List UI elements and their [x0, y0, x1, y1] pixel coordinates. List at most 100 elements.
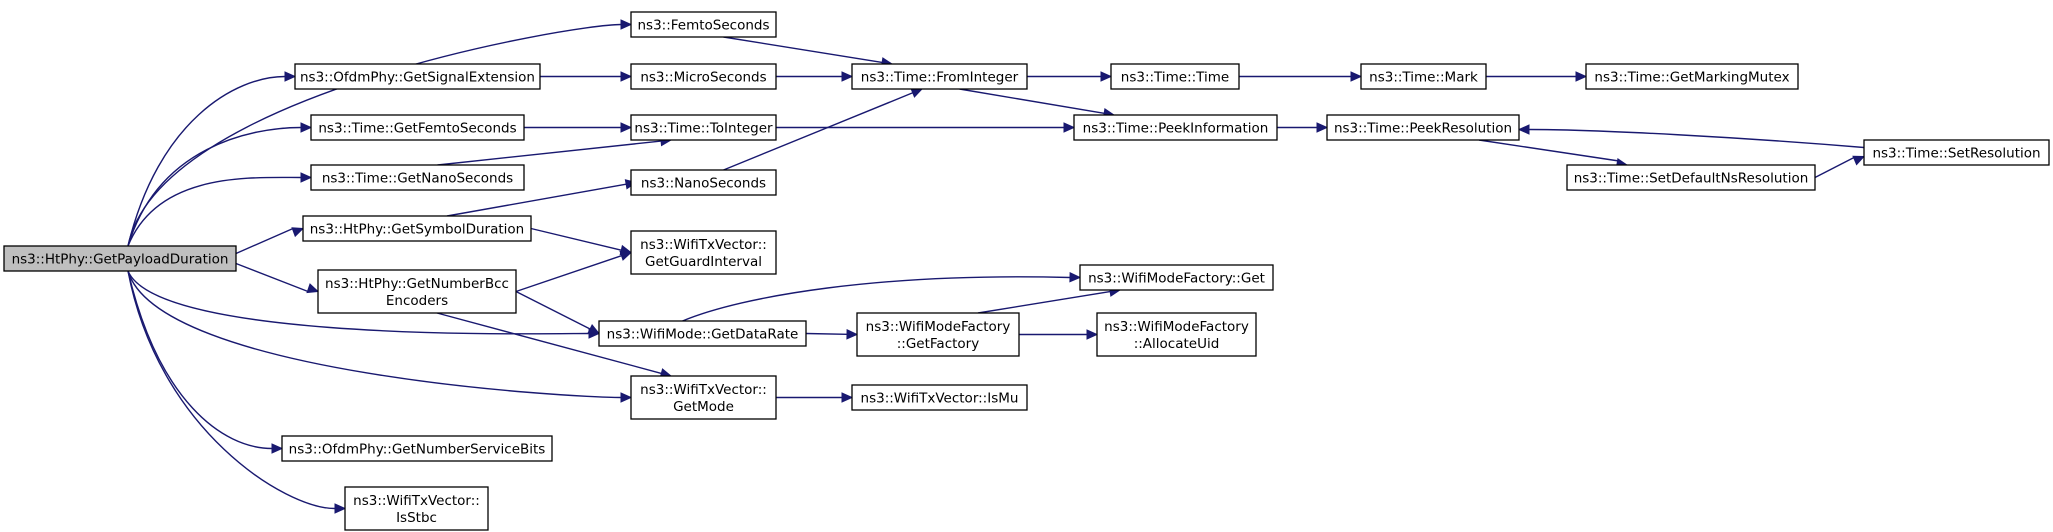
node-wifimodefactory-allocateuid-label-1: ns3::WifiModeFactory	[1104, 319, 1249, 335]
arrowhead-time-tointeger-to-time-peekinformation	[1063, 122, 1076, 133]
node-htphy-getpayloadduration-box	[3, 245, 237, 272]
edge-time-frominteger-to-time-peekinformation	[959, 88, 1105, 115]
node-wifimode-getdatarate[interactable]: ns3::WifiMode::GetDataRate	[598, 320, 807, 347]
node-wifitxvector-getguardinterval[interactable]: ns3::WifiTxVector::GetGuardInterval	[630, 230, 777, 275]
node-wifimodefactory-allocateuid[interactable]: ns3::WifiModeFactory::AllocateUid	[1096, 312, 1257, 357]
node-microseconds[interactable]: ns3::MicroSeconds	[630, 63, 777, 90]
node-wifimode-getdatarate-label-1: ns3::WifiMode::GetDataRate	[607, 327, 799, 343]
node-time-frominteger-box	[851, 63, 1028, 90]
node-time-mark-label-1: ns3::Time::Mark	[1369, 70, 1478, 86]
edge-nanoseconds-to-time-frominteger	[723, 92, 914, 171]
node-wifitxvector-ismu-box	[851, 384, 1028, 411]
arrowhead-time-getfemtoseconds-to-time-tointeger	[620, 122, 633, 133]
node-htphy-getsymbolduration[interactable]: ns3::HtPhy::GetSymbolDuration	[302, 215, 532, 242]
node-htphy-getnumberbccencoders-label-2: Encoders	[386, 293, 448, 309]
edge-htphy-getpayloadduration-to-htphy-getsymbolduration	[235, 227, 294, 255]
node-time-setresolution[interactable]: ns3::Time::SetResolution	[1863, 139, 2050, 166]
arrowhead-time-time-to-time-mark	[1350, 71, 1363, 82]
node-htphy-getsymbolduration-box	[302, 215, 532, 242]
node-layer: ns3::HtPhy::GetPayloadDuration ns3::Femto…	[3, 11, 2050, 531]
node-time-tointeger-box	[630, 114, 777, 141]
node-time-peekresolution-box	[1326, 114, 1520, 141]
edge-htphy-getnumberbccencoders-to-wifitxvector-getmode	[436, 312, 662, 375]
node-nanoseconds[interactable]: ns3::NanoSeconds	[630, 169, 777, 196]
node-time-getmarkingmutex[interactable]: ns3::Time::GetMarkingMutex	[1585, 63, 1799, 90]
node-time-time-label-1: ns3::Time::Time	[1121, 70, 1229, 86]
edge-layer	[127, 19, 1866, 514]
node-microseconds-label-1: ns3::MicroSeconds	[640, 70, 766, 86]
node-wifitxvector-getmode-box	[630, 375, 777, 420]
edge-htphy-getpayloadduration-to-ofdmphy-getsignalextension	[127, 75, 286, 247]
node-time-peekresolution[interactable]: ns3::Time::PeekResolution	[1326, 114, 1520, 141]
node-wifimodefactory-get-label-1: ns3::WifiModeFactory::Get	[1088, 271, 1265, 287]
node-time-getnanoseconds[interactable]: ns3::Time::GetNanoSeconds	[310, 164, 525, 191]
arrowhead-wifitxvector-getmode-to-wifitxvector-ismu	[841, 392, 854, 403]
node-wifitxvector-isstbc-label-1: ns3::WifiTxVector::	[353, 493, 480, 509]
node-time-getmarkingmutex-label-1: ns3::Time::GetMarkingMutex	[1594, 70, 1789, 86]
node-time-setresolution-label-1: ns3::Time::SetResolution	[1872, 146, 2040, 162]
node-htphy-getnumberbccencoders-label-1: ns3::HtPhy::GetNumberBcc	[325, 276, 509, 292]
arrowhead-time-mark-to-time-getmarkingmutex	[1575, 71, 1588, 82]
arrowhead-wifimode-getdatarate-to-wifimodefactory-get	[1069, 271, 1082, 283]
node-ofdmphy-getsignalextension[interactable]: ns3::OfdmPhy::GetSignalExtension	[294, 63, 541, 90]
node-time-getfemtoseconds-box	[310, 114, 525, 141]
node-wifitxvector-getguardinterval-label-2: GetGuardInterval	[645, 254, 762, 270]
node-wifitxvector-getguardinterval-box	[630, 230, 777, 275]
node-ofdmphy-getnumberservicebits[interactable]: ns3::OfdmPhy::GetNumberServiceBits	[281, 435, 553, 462]
node-time-setdefaultnsresolution-label-1: ns3::Time::SetDefaultNsResolution	[1574, 171, 1809, 187]
node-time-mark[interactable]: ns3::Time::Mark	[1360, 63, 1487, 90]
node-time-setresolution-box	[1863, 139, 2050, 166]
node-wifitxvector-getmode-label-2: GetMode	[673, 399, 734, 415]
arrowhead-htphy-getpayloadduration-to-femtoseconds	[620, 19, 633, 30]
node-htphy-getpayloadduration[interactable]: ns3::HtPhy::GetPayloadDuration	[3, 245, 237, 272]
node-time-time-box	[1110, 63, 1240, 90]
node-nanoseconds-label-1: ns3::NanoSeconds	[641, 176, 766, 192]
arrowhead-htphy-getpayloadduration-to-htphy-getnumberbccencoders	[306, 283, 320, 294]
edge-wifimode-getdatarate-to-wifimodefactory-get	[682, 276, 1071, 322]
node-femtoseconds[interactable]: ns3::FemtoSeconds	[630, 11, 777, 38]
node-ofdmphy-getnumberservicebits-label-1: ns3::OfdmPhy::GetNumberServiceBits	[289, 442, 546, 458]
node-wifimodefactory-allocateuid-box	[1096, 312, 1257, 357]
node-htphy-getnumberbccencoders-box	[317, 269, 517, 314]
node-time-getnanoseconds-label-1: ns3::Time::GetNanoSeconds	[322, 171, 513, 187]
node-wifitxvector-getguardinterval-label-1: ns3::WifiTxVector::	[640, 237, 767, 253]
node-wifimodefactory-getfactory[interactable]: ns3::WifiModeFactory::GetFactory	[856, 312, 1020, 357]
arrowhead-htphy-getpayloadduration-to-ofdmphy-getnumberservicebits	[271, 443, 284, 454]
arrowhead-htphy-getpayloadduration-to-htphy-getsymbolduration	[291, 227, 305, 238]
node-time-time[interactable]: ns3::Time::Time	[1110, 63, 1240, 90]
node-wifitxvector-getmode[interactable]: ns3::WifiTxVector::GetMode	[630, 375, 777, 420]
node-ofdmphy-getsignalextension-label-1: ns3::OfdmPhy::GetSignalExtension	[300, 70, 535, 86]
edge-time-peekresolution-to-time-setdefaultnsresolution	[1478, 139, 1620, 162]
arrowhead-htphy-getpayloadduration-to-ofdmphy-getsignalextension	[284, 71, 297, 82]
node-time-peekinformation[interactable]: ns3::Time::PeekInformation	[1073, 114, 1278, 141]
arrowhead-htphy-getnumberbccencoders-to-wifitxvector-getguardinterval	[619, 250, 633, 261]
arrowhead-htphy-getpayloadduration-to-wifitxvector-isstbc	[334, 503, 347, 514]
node-time-tointeger-label-1: ns3::Time::ToInteger	[634, 121, 773, 137]
arrowhead-htphy-getnumberbccencoders-to-wifimode-getdatarate	[587, 324, 601, 335]
edge-htphy-getpayloadduration-to-time-getnanoseconds	[127, 176, 302, 247]
node-htphy-getpayloadduration-label-1: ns3::HtPhy::GetPayloadDuration	[12, 252, 229, 268]
node-time-tointeger[interactable]: ns3::Time::ToInteger	[630, 114, 777, 141]
node-femtoseconds-label-1: ns3::FemtoSeconds	[637, 18, 769, 34]
node-time-peekinformation-box	[1073, 114, 1278, 141]
arrowhead-htphy-getpayloadduration-to-time-getfemtoseconds	[300, 122, 313, 133]
edge-htphy-getpayloadduration-to-time-getfemtoseconds	[127, 126, 302, 247]
node-wifimodefactory-get[interactable]: ns3::WifiModeFactory::Get	[1079, 264, 1274, 291]
node-time-mark-box	[1360, 63, 1487, 90]
node-htphy-getsymbolduration-label-1: ns3::HtPhy::GetSymbolDuration	[310, 222, 525, 238]
node-time-setdefaultnsresolution[interactable]: ns3::Time::SetDefaultNsResolution	[1566, 164, 1816, 191]
node-wifitxvector-isstbc[interactable]: ns3::WifiTxVector::IsStbc	[344, 486, 489, 531]
node-time-frominteger[interactable]: ns3::Time::FromInteger	[851, 63, 1028, 90]
node-time-getfemtoseconds[interactable]: ns3::Time::GetFemtoSeconds	[310, 114, 525, 141]
node-microseconds-box	[630, 63, 777, 90]
node-wifimodefactory-get-box	[1079, 264, 1274, 291]
node-ofdmphy-getsignalextension-box	[294, 63, 541, 90]
node-wifitxvector-ismu[interactable]: ns3::WifiTxVector::IsMu	[851, 384, 1028, 411]
node-time-peekinformation-label-1: ns3::Time::PeekInformation	[1083, 121, 1269, 137]
node-wifitxvector-isstbc-label-2: IsStbc	[396, 510, 437, 526]
node-time-setdefaultnsresolution-box	[1566, 164, 1816, 191]
node-time-getnanoseconds-box	[310, 164, 525, 191]
edge-htphy-getnumberbccencoders-to-wifitxvector-getguardinterval	[515, 255, 622, 293]
